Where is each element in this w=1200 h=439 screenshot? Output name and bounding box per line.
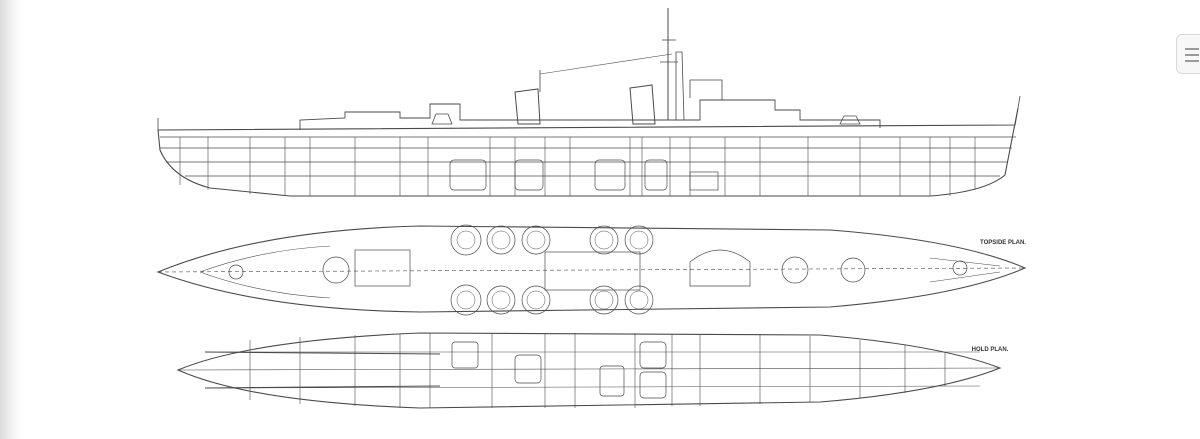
hamburger-icon: [1185, 48, 1199, 50]
profile-hull: [157, 107, 1019, 197]
topside-plan-title: TOPSIDE PLAN.: [980, 240, 1026, 246]
profile-elevation: [157, 8, 1021, 197]
hold-plan: [176, 332, 1002, 409]
side-menu-toggle[interactable]: [1176, 34, 1200, 74]
hold-plan-title: HOLD PLAN.: [972, 347, 1009, 353]
topside-hull-outline: [156, 225, 1027, 313]
hold-hull-outline: [176, 332, 1002, 409]
hamburger-icon-bar: [1185, 60, 1199, 62]
topside-plan: [156, 224, 1027, 316]
viewer-left-edge: [0, 0, 22, 439]
hamburger-icon-bar: [1185, 54, 1199, 56]
